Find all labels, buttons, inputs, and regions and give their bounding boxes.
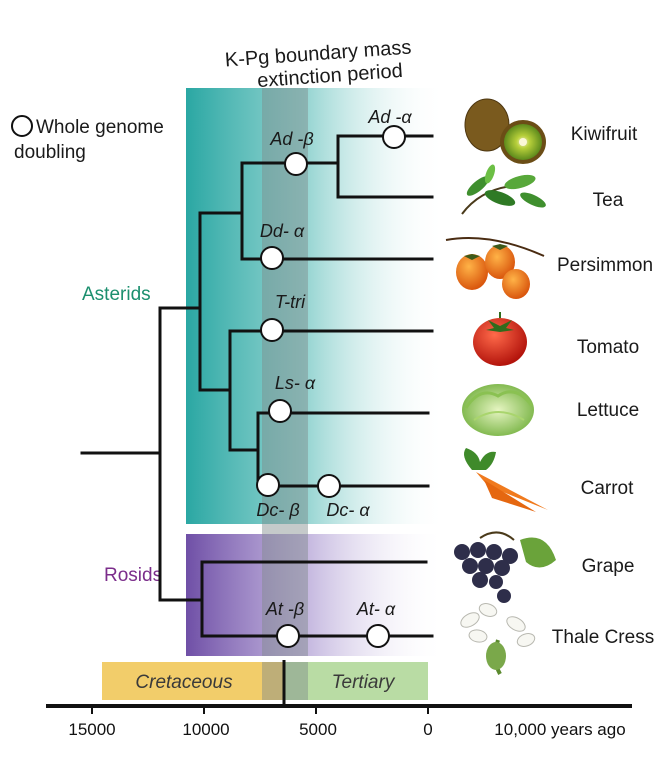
wgd-marker-dd-alpha [260,246,284,270]
wgd-label-dd-alpha: Dd- α [260,221,305,241]
wgd-label-ad-alpha: Ad -α [367,107,412,127]
wgd-label-at-beta: At -β [265,599,304,619]
wgd-legend-icon [11,115,33,137]
wgd-label-ls-alpha: Ls- α [275,373,316,393]
tick-label-0: 0 [423,720,432,739]
tomato-icon [473,312,527,366]
asterids-band [186,88,446,524]
wgd-marker-ad-alpha [382,125,406,149]
wgd-marker-dc-alpha [317,474,341,498]
wgd-label-at-alpha: At- α [356,599,396,619]
grape-icon [454,531,556,603]
species-label-lettuce: Lettuce [577,400,639,421]
species-label-grape: Grape [582,556,635,577]
clade-label-asterids: Asterids [82,284,151,305]
species-label-carrot: Carrot [581,478,635,499]
wgd-marker-at-alpha [366,624,390,648]
species-label-kiwifruit: Kiwifruit [571,124,638,145]
kiwifruit-icon [464,98,546,164]
species-label-tea: Tea [593,190,624,211]
wgd-marker-ls-alpha [268,399,292,423]
tick-label-10000: 10000 [182,720,229,739]
axis-unit-label: 10,000 years ago [494,720,625,739]
wgd-marker-dc-beta [256,473,280,497]
lettuce-icon [462,384,534,436]
legend-line1: Whole genome [36,117,164,138]
cretaceous-label: Cretaceous [135,672,233,693]
persimmon-icon [445,237,545,299]
carrot-icon [464,448,548,512]
species-label-tomato: Tomato [577,337,639,358]
wgd-marker-t-tri [260,318,284,342]
wgd-label-ad-beta: Ad -β [269,129,313,149]
cretaceous-bar [102,662,284,700]
clade-label-rosids: Rosids [104,565,162,586]
tertiary-label: Tertiary [332,672,396,693]
species-label-thale-cress: Thale Cress [552,627,654,648]
wgd-marker-at-beta [276,624,300,648]
tertiary-bar [284,662,428,700]
wgd-markers [256,125,406,648]
wgd-label-dc-alpha: Dc- α [326,500,370,520]
tick-label-5000: 5000 [299,720,337,739]
thale-cress-icon [460,603,536,675]
species-label-persimmon: Persimmon [557,255,653,276]
rosids-band [186,534,446,656]
wgd-marker-ad-beta [284,152,308,176]
time-axis-ticks [91,706,429,714]
wgd-label-t-tri: T-tri [275,292,306,312]
tea-leaves-icon [461,164,546,215]
wgd-label-dc-beta: Dc- β [256,500,299,520]
tick-label-15000: 15000 [68,720,115,739]
legend-line2: doubling [14,142,86,163]
